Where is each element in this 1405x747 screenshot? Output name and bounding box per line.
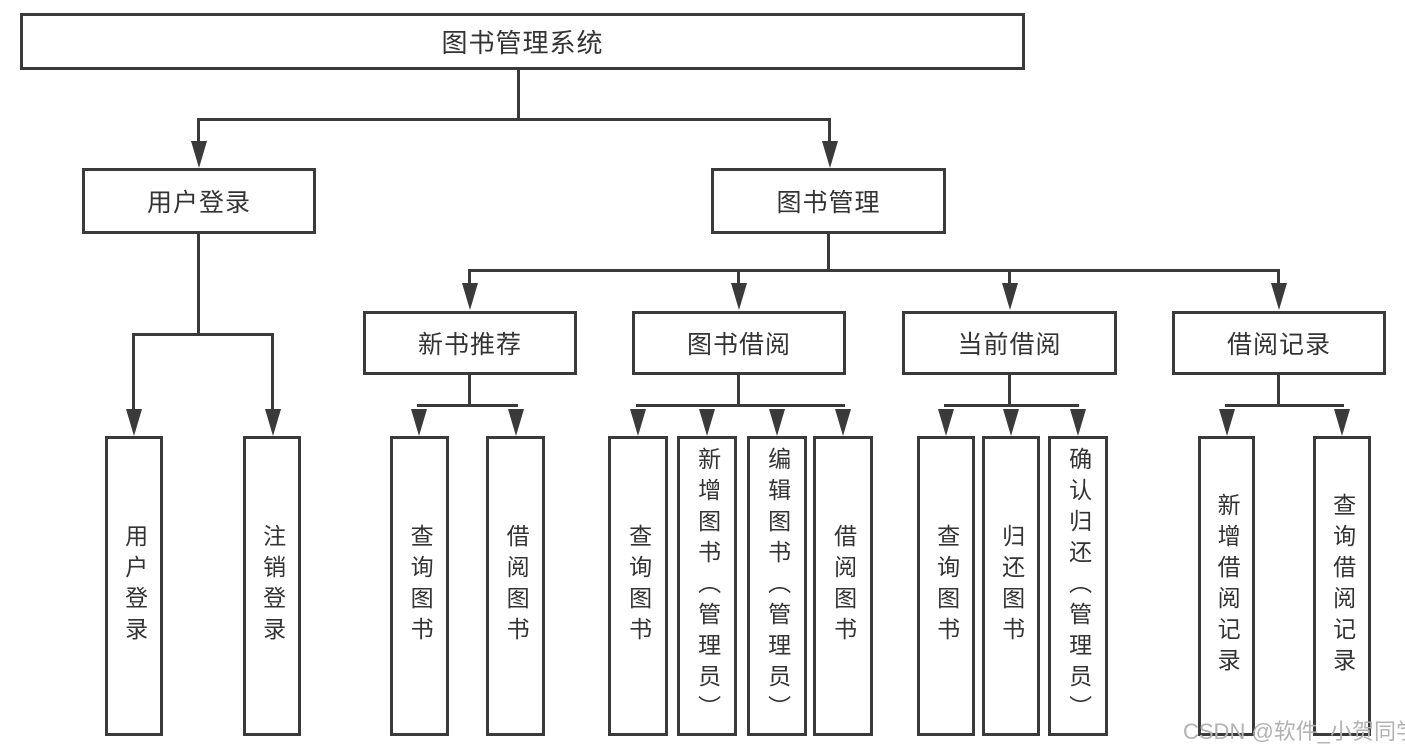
connector-stem-leaf-logout <box>271 333 274 413</box>
leaf-current-return-books-label: 归还图书 <box>998 524 1025 648</box>
leaf-recommend-query-books-label: 查询图书 <box>407 524 434 648</box>
arrow-down-icon <box>191 141 207 168</box>
arrow-down-icon <box>1271 283 1287 310</box>
node-new-book-recommendation: 新书推荐 <box>363 311 577 375</box>
connector-user-login-stem <box>197 233 200 335</box>
leaf-records-add-record-label: 新增借阅记录 <box>1214 493 1241 679</box>
arrow-down-icon <box>508 409 524 436</box>
leaf-recommend-borrow-books: 借阅图书 <box>486 436 545 736</box>
leaf-logout: 注销登录 <box>243 436 301 736</box>
leaf-current-confirm-return-admin-label: 确认归还（管理员） <box>1065 446 1092 726</box>
leaf-records-query-record: 查询借阅记录 <box>1313 436 1371 736</box>
leaf-recommend-query-books: 查询图书 <box>390 436 449 736</box>
connector-g2-stem <box>737 373 740 407</box>
node-new-book-recommendation-label: 新书推荐 <box>417 331 522 359</box>
connector-level2-bar <box>197 118 831 121</box>
node-book-management-label: 图书管理 <box>776 189 881 217</box>
connector-stem-records <box>1277 269 1280 286</box>
connector-stem-current <box>1008 269 1011 286</box>
node-book-borrowing: 图书借阅 <box>632 311 846 375</box>
node-current-borrowing: 当前借阅 <box>902 311 1117 375</box>
arrow-down-icon <box>630 409 646 436</box>
leaf-borrow-add-books-admin-label: 新增图书（管理员） <box>694 446 721 726</box>
connector-stem-user-login <box>197 118 200 146</box>
arrow-down-icon <box>938 409 954 436</box>
arrow-down-icon <box>265 409 281 436</box>
leaf-borrow-borrow-books-label: 借阅图书 <box>830 524 857 648</box>
leaf-borrow-borrow-books: 借阅图书 <box>813 436 873 736</box>
arrow-down-icon <box>835 409 851 436</box>
node-book-management: 图书管理 <box>711 168 946 234</box>
leaf-records-add-record: 新增借阅记录 <box>1198 436 1255 736</box>
connector-user-login-bar <box>132 333 274 336</box>
connector-stem-book-management <box>828 118 831 146</box>
connector-stem-leaf-login <box>132 333 135 413</box>
connector-stem-borrowing <box>737 269 740 286</box>
node-user-login-label: 用户登录 <box>146 189 251 217</box>
leaf-current-return-books: 归还图书 <box>982 436 1040 736</box>
leaf-borrow-edit-books-admin: 编辑图书（管理员） <box>747 436 807 736</box>
connector-g3-bar <box>944 404 1079 407</box>
connector-g2-bar <box>636 404 845 407</box>
leaf-records-query-record-label: 查询借阅记录 <box>1329 493 1356 679</box>
leaf-borrow-add-books-admin: 新增图书（管理员） <box>677 436 737 736</box>
node-borrowing-records-label: 借阅记录 <box>1226 331 1331 359</box>
node-root: 图书管理系统 <box>20 13 1025 70</box>
connector-stem-recommend <box>468 269 471 286</box>
leaf-current-query-books: 查询图书 <box>917 436 975 736</box>
arrow-down-icon <box>769 409 785 436</box>
arrow-down-icon <box>1003 409 1019 436</box>
connector-g1-bar <box>417 404 518 407</box>
node-book-borrowing-label: 图书借阅 <box>686 331 791 359</box>
node-user-login: 用户登录 <box>82 168 316 234</box>
node-borrowing-records: 借阅记录 <box>1172 311 1386 375</box>
arrow-down-icon <box>462 283 478 310</box>
connector-g4-bar <box>1225 404 1344 407</box>
leaf-user-login-label: 用户登录 <box>121 524 148 648</box>
leaf-borrow-edit-books-admin-label: 编辑图书（管理员） <box>764 446 791 726</box>
arrow-down-icon <box>822 141 838 168</box>
arrow-down-icon <box>1334 409 1350 436</box>
node-current-borrowing-label: 当前借阅 <box>957 331 1062 359</box>
leaf-current-confirm-return-admin: 确认归还（管理员） <box>1048 436 1108 736</box>
leaf-borrow-query-books: 查询图书 <box>608 436 668 736</box>
connector-g1-stem <box>468 373 471 407</box>
arrow-down-icon <box>699 409 715 436</box>
watermark: CSDN @软件_小贺同学 <box>1183 719 1405 744</box>
connector-level3-bar <box>468 269 1280 272</box>
connector-root-stem <box>517 68 520 120</box>
leaf-user-login: 用户登录 <box>105 436 163 736</box>
connector-g4-stem <box>1277 373 1280 407</box>
arrow-down-icon <box>1002 283 1018 310</box>
node-root-label: 图书管理系统 <box>441 28 604 58</box>
arrow-down-icon <box>1219 409 1235 436</box>
leaf-recommend-borrow-books-label: 借阅图书 <box>503 524 530 648</box>
arrow-down-icon <box>731 283 747 310</box>
leaf-current-query-books-label: 查询图书 <box>933 524 960 648</box>
leaf-logout-label: 注销登录 <box>259 524 286 648</box>
arrow-down-icon <box>411 409 427 436</box>
arrow-down-icon <box>1070 409 1086 436</box>
connector-book-management-stem <box>827 233 830 271</box>
arrow-down-icon <box>126 409 142 436</box>
leaf-borrow-query-books-label: 查询图书 <box>625 524 652 648</box>
connector-g3-stem <box>1008 373 1011 407</box>
